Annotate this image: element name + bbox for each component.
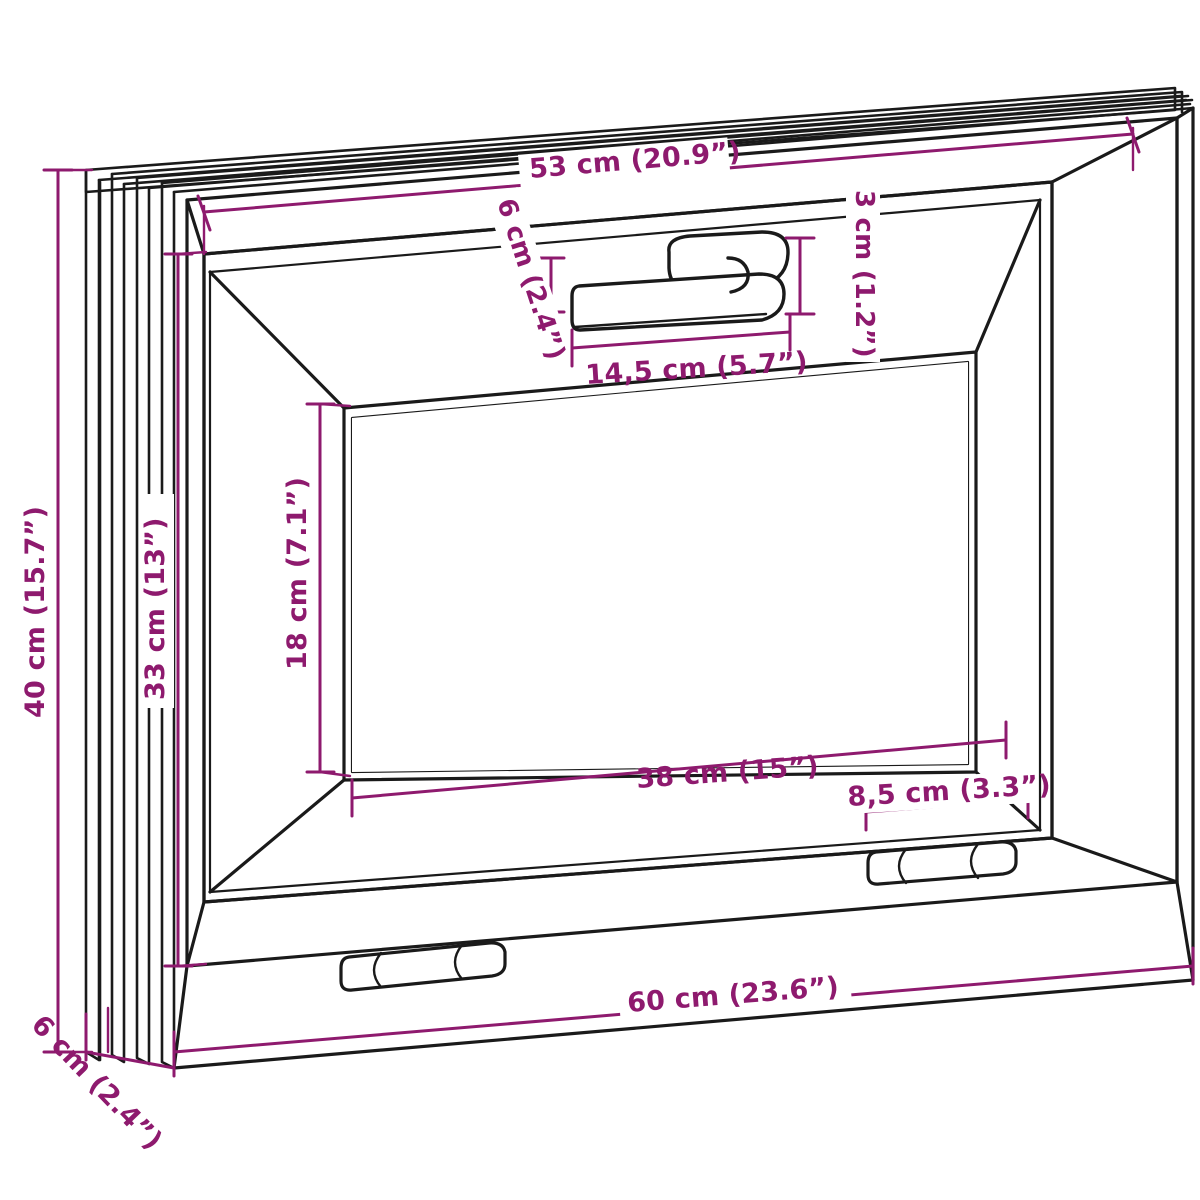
label-handle-height: 3 cm (1.2”) [849,190,879,358]
dim-depth [84,1006,176,1078]
window-handle [570,230,790,332]
sash-outer [202,180,1054,904]
dim-glass-height [305,402,352,778]
glass-pane [352,362,968,772]
label-depth: 6 cm (2.4”) [25,1009,168,1156]
label-handle-offset: 6 cm (2.4”) [490,195,570,364]
dim-glass-width [350,720,1008,818]
dim-sash-height [163,250,208,968]
label-hinge-width: 8,5 cm (3.3”) [847,770,1052,813]
label-glass-height: 18 cm (7.1”) [282,477,313,670]
label-sash-height: 33 cm (13”) [140,517,171,700]
hinge-left [339,941,507,992]
dim-handle-height [784,236,816,316]
hinge-right [866,840,1018,886]
label-outer-height: 40 cm (15.7”) [20,506,51,718]
dim-handle-width [570,312,792,368]
